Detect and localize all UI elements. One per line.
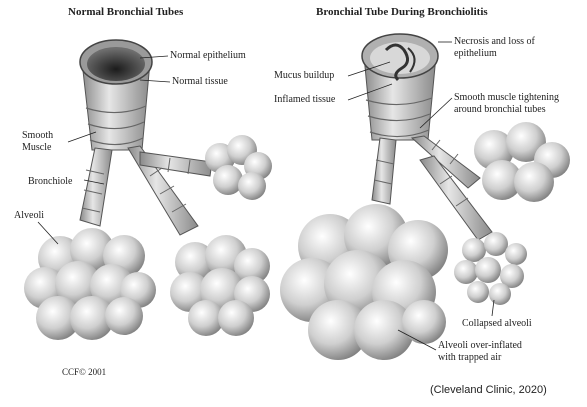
label-alveoli-overinflated: Alveoli over-inflated with trapped air <box>438 340 522 364</box>
normal-alveoli-left <box>24 228 156 340</box>
bronchiolitis-bronchial-tree <box>280 34 570 360</box>
label-alveoli: Alveoli <box>14 210 44 222</box>
label-overinflated-line1: Alveoli over-inflated <box>438 340 522 352</box>
overinflated-alveoli <box>280 204 448 360</box>
label-overinflated-line2: with trapped air <box>438 352 522 364</box>
normal-alveoli-upper <box>205 135 272 200</box>
label-smooth-muscle-line2: Muscle <box>22 142 53 154</box>
collapsed-alveoli <box>454 232 527 305</box>
alveoli-upper-right <box>474 122 570 202</box>
label-necrosis: Necrosis and loss of epithelium <box>454 36 535 60</box>
label-necrosis-line2: epithelium <box>454 48 535 60</box>
label-smooth-muscle-line1: Smooth <box>22 130 53 142</box>
normal-bronchial-tree <box>24 40 272 340</box>
label-bronchiole: Bronchiole <box>28 176 72 188</box>
label-collapsed-alveoli: Collapsed alveoli <box>462 318 532 330</box>
source-credit: (Cleveland Clinic, 2020) <box>430 384 547 396</box>
label-inflamed-tissue: Inflamed tissue <box>274 94 335 106</box>
normal-alveoli-right <box>170 235 270 336</box>
panel-title-normal: Normal Bronchial Tubes <box>68 6 183 18</box>
label-smooth-muscle: Smooth Muscle <box>22 130 53 154</box>
label-smooth-tightening-line2: around bronchial tubes <box>454 104 559 116</box>
panel-title-bronchiolitis: Bronchial Tube During Bronchiolitis <box>316 6 488 18</box>
label-necrosis-line1: Necrosis and loss of <box>454 36 535 48</box>
label-normal-tissue: Normal tissue <box>172 76 228 88</box>
label-smooth-tightening-line1: Smooth muscle tightening <box>454 92 559 104</box>
label-mucus-buildup: Mucus buildup <box>274 70 334 82</box>
copyright-notice: CCF© 2001 <box>62 366 106 378</box>
label-smooth-muscle-tightening: Smooth muscle tightening around bronchia… <box>454 92 559 116</box>
label-normal-epithelium: Normal epithelium <box>170 50 246 62</box>
